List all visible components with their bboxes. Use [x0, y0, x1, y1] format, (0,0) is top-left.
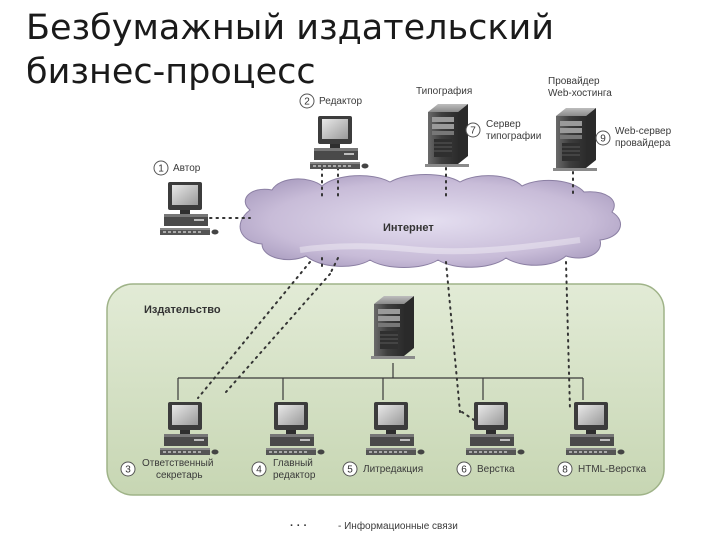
- svg-text:3: 3: [125, 465, 131, 476]
- svg-text:редактор: редактор: [273, 470, 316, 481]
- svg-text:Ответственный: Ответственный: [142, 458, 213, 469]
- hosting-title-2: Web-хостинга: [548, 88, 612, 99]
- number-badge-5: [342, 461, 358, 477]
- number-badge-2: [299, 93, 315, 109]
- editor-computer: [310, 116, 369, 169]
- author-label: Автор: [173, 163, 201, 174]
- author-computer: [160, 182, 219, 235]
- svg-text:1: 1: [158, 164, 164, 175]
- printing-title: Типография: [416, 85, 472, 97]
- svg-text:секретарь: секретарь: [156, 470, 203, 481]
- svg-text:Верстка: Верстка: [477, 464, 515, 475]
- node-author: 1 Автор: [153, 160, 201, 176]
- hosting-title-1: Провайдер: [548, 76, 600, 87]
- node-printing: Типография 7 Сервер типографии: [416, 85, 541, 142]
- number-badge-6: [456, 461, 472, 477]
- ws-label-html-layout: 8 HTML-Верстка: [557, 461, 647, 477]
- number-badge-8: [557, 461, 573, 477]
- svg-text:Главный: Главный: [273, 458, 313, 469]
- node-editor: 2 Редактор: [299, 93, 362, 109]
- editor-label: Редактор: [319, 96, 362, 107]
- information-links: [197, 167, 574, 421]
- svg-text:Литредакция: Литредакция: [363, 464, 423, 475]
- svg-text:9: 9: [600, 134, 606, 145]
- printing-server: [424, 103, 470, 168]
- svg-text:7: 7: [470, 126, 476, 137]
- hosting-server-label-2: провайдера: [615, 138, 671, 149]
- printing-server-label-1: Сервер: [486, 119, 521, 130]
- page-title: Безбумажный издательский бизнес-процесс: [26, 6, 554, 94]
- internet-cloud: [239, 174, 621, 268]
- publisher-server: [370, 295, 416, 360]
- svg-text:HTML-Верстка: HTML-Верстка: [578, 464, 647, 475]
- number-badge-3: [120, 461, 136, 477]
- ws-label-layout: 6 Верстка: [456, 461, 515, 477]
- internet-label: Интернет: [383, 222, 434, 234]
- node-hosting: Провайдер Web-хостинга 9 Web-сервер пров…: [548, 76, 672, 149]
- printing-server-label-2: типографии: [486, 130, 541, 142]
- number-badge-9: [595, 130, 611, 146]
- svg-text:5: 5: [347, 465, 353, 476]
- number-badge-7: [465, 122, 481, 138]
- svg-text:2: 2: [304, 97, 310, 108]
- publisher-panel: [106, 283, 665, 496]
- ws-label-lit-editing: 5 Литредакция: [342, 461, 423, 477]
- title-line-2: бизнес-процесс: [26, 52, 316, 92]
- legend-symbol: · · ·: [290, 520, 307, 532]
- legend-label: - Информационные связи: [338, 520, 458, 532]
- title-line-1: Безбумажный издательский: [26, 8, 555, 48]
- hosting-server: [552, 107, 598, 172]
- publisher-label: Издательство: [144, 304, 221, 316]
- hosting-server-label-1: Web-сервер: [615, 126, 672, 137]
- ws-label-chief-editor: 4 Главный редактор: [251, 458, 316, 481]
- number-badge-1: [153, 160, 169, 176]
- legend: · · · - Информационные связи: [290, 520, 458, 532]
- ws-label-secretary: 3 Ответственный секретарь: [120, 458, 213, 481]
- network-wiring: [177, 363, 584, 400]
- svg-text:4: 4: [256, 465, 262, 476]
- svg-text:6: 6: [461, 465, 467, 476]
- number-badge-4: [251, 461, 267, 477]
- svg-text:8: 8: [562, 465, 568, 476]
